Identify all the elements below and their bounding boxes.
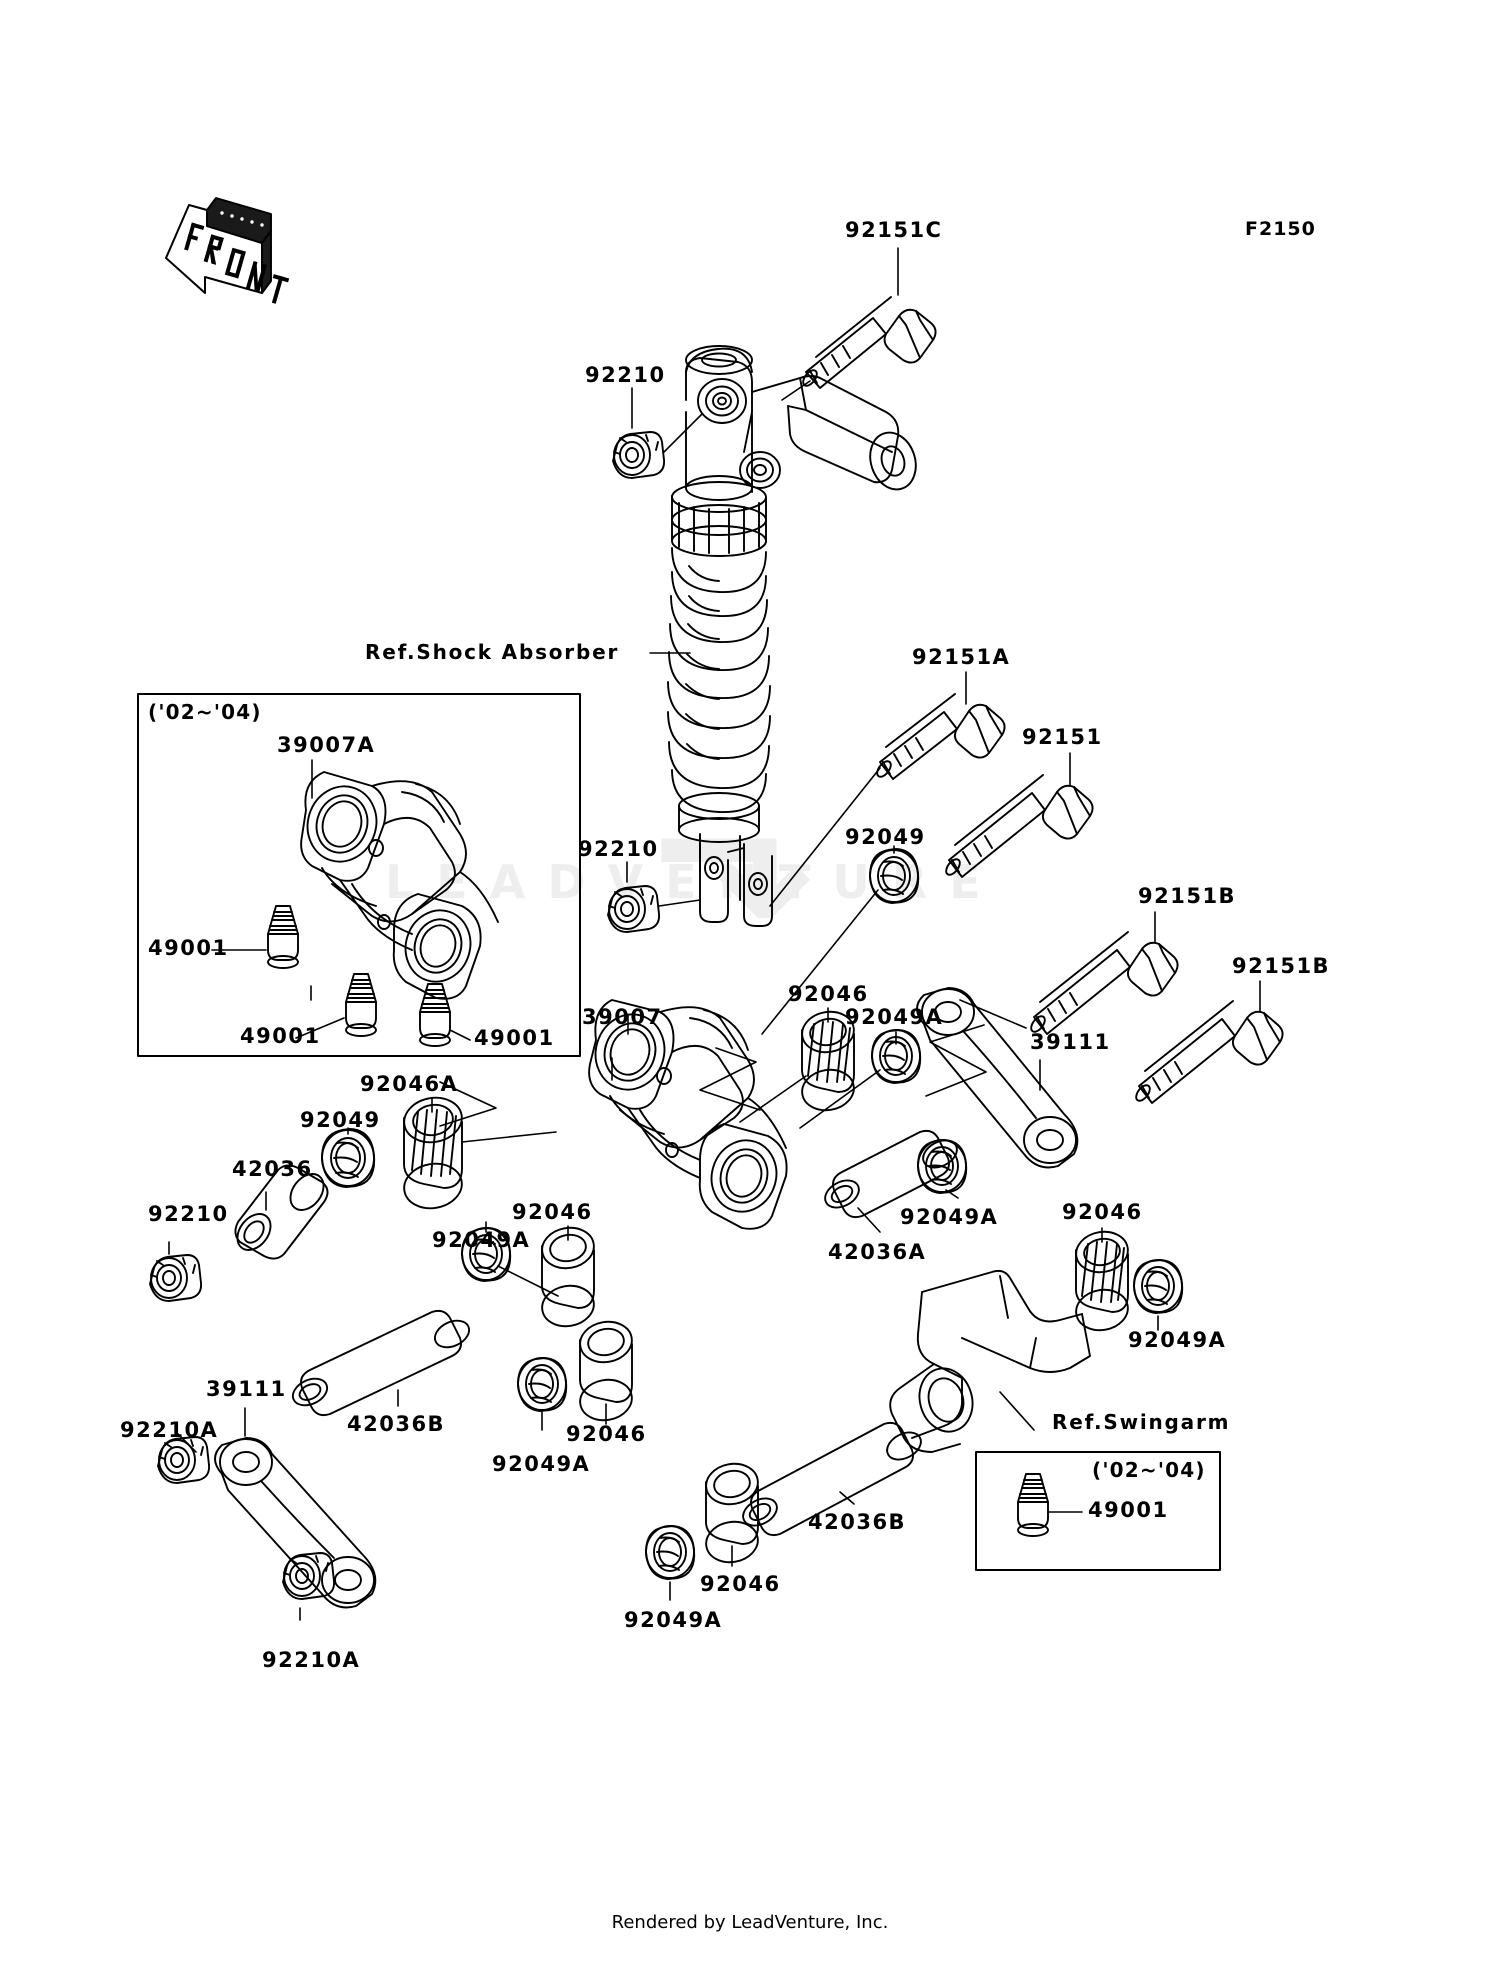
label-92151b-lower: 92151B (1232, 954, 1331, 978)
collar-42036 (234, 1164, 329, 1260)
footer-credit: Rendered by LeadVenture, Inc. (611, 1912, 889, 1933)
label-92151c: 92151C (845, 218, 943, 242)
needle-bearing-92046-right1 (801, 1010, 855, 1112)
label-92151b-upper: 92151B (1138, 884, 1237, 908)
ref-shock-absorber-label: Ref.Shock Absorber (365, 640, 620, 664)
diagram-code: F2150 (1245, 218, 1316, 240)
leader-lines (168, 247, 1261, 1621)
swingarm-fragment (889, 1269, 1091, 1453)
grease-nipple-49001-a (267, 905, 299, 969)
left-inset-box (137, 693, 581, 1057)
label-39111-left: 39111 (206, 1377, 287, 1401)
label-92049a-right2: 92049A (900, 1205, 999, 1229)
label-49001-inset-left-2: 49001 (240, 1024, 321, 1048)
left-inset-year-range: ('02~'04) (148, 700, 262, 724)
label-92046a-left: 92046A (360, 1072, 459, 1096)
washer-92049a-bottom (645, 1525, 696, 1580)
washer-92049a-right2 (917, 1139, 968, 1194)
washer-92049a-right3 (1133, 1259, 1184, 1314)
label-42036b-right: 42036B (808, 1510, 907, 1534)
label-92049a-right3: 92049A (1128, 1328, 1227, 1352)
nut-92210-left (149, 1254, 203, 1302)
label-42036a: 42036A (828, 1240, 927, 1264)
label-42036b-left: 42036B (347, 1412, 446, 1436)
tie-rod-39111-left (214, 1437, 377, 1609)
grease-nipple-49001-right (1017, 1473, 1049, 1537)
label-92210-left: 92210 (148, 1202, 229, 1226)
label-92049-left: 92049 (300, 1108, 381, 1132)
label-92049a-centercol: 92049A (492, 1452, 591, 1476)
label-92210-middle: 92210 (578, 837, 659, 861)
break-marks (439, 1024, 987, 1127)
right-inset-year-range: ('02~'04) (1092, 1458, 1206, 1482)
shock-absorber-assembly (667, 345, 917, 927)
washer-92049-left (321, 1128, 376, 1188)
label-39007a: 39007A (277, 733, 376, 757)
nut-92210a-bottom (282, 1552, 336, 1600)
label-92210a-bottom: 92210A (262, 1648, 361, 1672)
label-92046-right2: 92046 (1062, 1200, 1143, 1224)
label-92049-right: 92049 (845, 825, 926, 849)
grease-nipple-49001-b (345, 973, 377, 1037)
label-49001-inset-right: 49001 (1088, 1498, 1169, 1522)
label-42036: 42036 (232, 1157, 313, 1181)
shock-spring (667, 547, 771, 813)
nut-92210-upper (612, 431, 666, 479)
tie-rod-39111-right (916, 987, 1079, 1169)
label-92046-centercol: 92046 (566, 1422, 647, 1446)
label-92049a-right1: 92049A (845, 1005, 944, 1029)
bolt-92151 (945, 774, 1094, 878)
label-92151: 92151 (1022, 725, 1103, 749)
label-92049a-bottom: 92049A (624, 1608, 723, 1632)
needle-bearing-92046-right2 (1075, 1230, 1129, 1332)
label-92210a-top: 92210A (120, 1418, 219, 1442)
needle-bearing-92046-bottom (705, 1462, 759, 1564)
nut-92210-middle (607, 885, 661, 933)
bolt-92151b-lower (1135, 1000, 1284, 1104)
label-39111-right: 39111 (1030, 1030, 1111, 1054)
nut-92210a-top (157, 1436, 211, 1484)
needle-bearing-92046-center (579, 1320, 633, 1422)
label-92046-bottom: 92046 (700, 1572, 781, 1596)
right-inset-box (975, 1451, 1221, 1571)
bolt-92151a (876, 693, 1006, 780)
bolt-92151c (802, 296, 937, 389)
label-92151a: 92151A (912, 645, 1011, 669)
label-92046-right1: 92046 (788, 982, 869, 1006)
rocker-arm-39007 (588, 999, 788, 1230)
washer-92049-right (869, 848, 920, 904)
washer-92049a-center (517, 1357, 568, 1412)
label-49001-inset-left-1: 49001 (148, 936, 229, 960)
needle-bearing-92046-left (541, 1226, 595, 1328)
ref-swingarm-label: Ref.Swingarm (1052, 1410, 1231, 1434)
grease-nipple-49001-c (419, 983, 451, 1047)
needle-bearing-92046a (403, 1096, 463, 1210)
label-49001-inset-left-3: 49001 (474, 1026, 555, 1050)
label-92210-upper: 92210 (585, 363, 666, 387)
label-39007: 39007 (582, 1005, 663, 1029)
rocker-arm-39007a (300, 771, 499, 1000)
collar-42036b-left (291, 1309, 471, 1417)
label-92049a-leftcol: 92049A (432, 1228, 531, 1252)
bolt-92151b-upper (1030, 931, 1179, 1035)
front-arrow-icon (165, 197, 290, 304)
label-92046-leftcol: 92046 (512, 1200, 593, 1224)
